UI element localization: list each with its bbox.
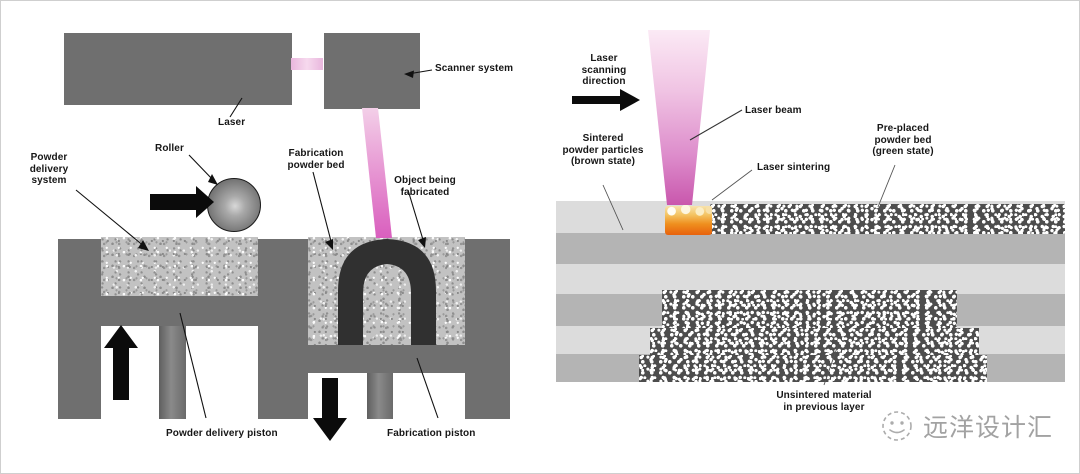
powder-delivery-piston-rod	[159, 326, 186, 419]
laser-enclosure	[64, 33, 292, 105]
fabrication-powder-bed	[308, 237, 465, 347]
label-laser-beam: Laser beam	[745, 105, 802, 116]
label-scanner-system: Scanner system	[435, 63, 514, 74]
right-panel-powder-bed-closeup	[540, 0, 1080, 474]
watermark-text: 远洋设计汇	[923, 413, 1054, 442]
label-laser-sintering: Laser sintering	[757, 162, 831, 173]
unsintered-previous-layer-bed	[662, 290, 957, 328]
label-fabrication-powder-bed: Fabrication powder bed	[287, 148, 345, 171]
label-pre-placed-powder-bed: Pre-placed powder bed (green state)	[872, 123, 934, 157]
pre-placed-powder-monolayer	[710, 204, 1065, 234]
center-divider-wall	[258, 239, 308, 419]
powder-delivery-piston-plate	[101, 296, 258, 326]
label-unsintered-material: Unsintered material in previous layer	[776, 390, 872, 413]
label-sintered-powder-particles: Sintered powder particles (brown state)	[562, 133, 644, 167]
powder-delivery-bed	[101, 237, 258, 299]
layer-band-3	[556, 264, 1065, 294]
unsintered-previous-layer-bed-mid	[650, 328, 979, 355]
watermark: 远洋设计汇	[880, 408, 1053, 444]
label-powder-delivery-system: Powder delivery system	[29, 152, 69, 186]
roller-sphere	[207, 178, 261, 232]
label-roller: Roller	[155, 143, 184, 154]
label-object-being-fabricated: Object being fabricated	[394, 175, 456, 198]
scanner-enclosure	[324, 33, 420, 109]
smiley-circle-icon	[882, 411, 912, 441]
melt-pool-highlight-particles	[665, 204, 712, 216]
delivery-chamber-left-wall	[58, 239, 101, 419]
label-powder-delivery-piston: Powder delivery piston	[166, 428, 278, 439]
fabrication-piston-plate	[308, 345, 465, 373]
label-laser: Laser	[218, 117, 246, 128]
fabrication-chamber-right-wall	[465, 239, 510, 419]
unsintered-previous-layer-bed-bottom	[639, 355, 987, 382]
label-fabrication-piston: Fabrication piston	[387, 428, 476, 439]
label-laser-scanning-direction: Laser scanning direction	[581, 53, 627, 87]
layer-band-2	[556, 233, 1065, 264]
fabrication-piston-rod	[367, 373, 393, 419]
